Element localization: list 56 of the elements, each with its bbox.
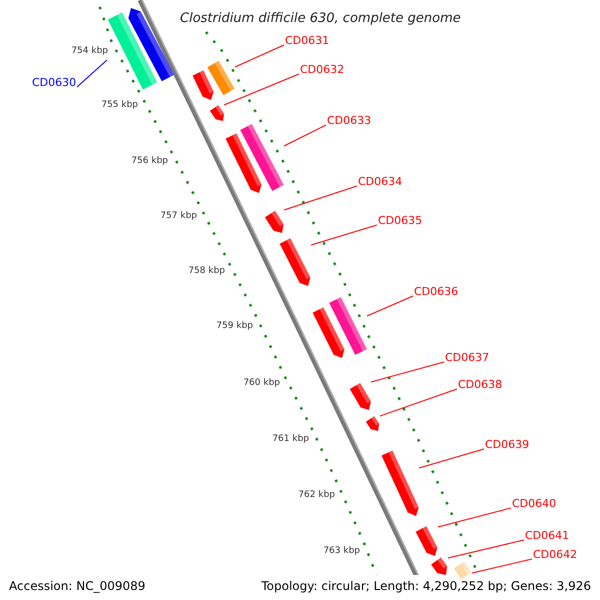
gene-block	[128, 8, 175, 82]
position-label: 755 kbp	[100, 100, 138, 111]
gene-label: CD0639	[485, 438, 530, 452]
leader-line	[380, 388, 458, 416]
gene-label: CD0635	[378, 214, 422, 228]
gene-label: CD0637	[445, 351, 490, 365]
leader-line	[370, 362, 444, 382]
gene-block	[279, 238, 311, 286]
position-label: 762 kbp	[297, 490, 335, 501]
gene-label: CD0634	[358, 175, 402, 189]
gene-label: CD0640	[512, 497, 556, 511]
position-label: 763 kbp	[322, 546, 360, 557]
leader-line	[310, 224, 378, 246]
leader-line	[472, 558, 532, 574]
leader-line	[234, 44, 284, 68]
accession-text: Accession: NC_009089	[9, 579, 146, 594]
leader-line	[448, 540, 524, 558]
gene-label: CD0633	[327, 114, 372, 128]
gene-block	[312, 307, 345, 358]
position-label: 757 kbp	[159, 211, 197, 222]
gene-label: CD0631	[285, 34, 330, 48]
gene-block	[209, 105, 224, 121]
position-label: 758 kbp	[187, 266, 225, 277]
gene-block	[453, 561, 472, 580]
leader-line	[418, 448, 484, 468]
gene-block	[207, 60, 235, 96]
position-label: 760 kbp	[242, 378, 280, 389]
gene-label: CD0638	[458, 378, 502, 392]
gene-block	[329, 297, 367, 355]
leader-line	[438, 508, 512, 528]
leader-line	[284, 186, 358, 210]
gene-label: CD0641	[525, 529, 570, 543]
gene-label: CD0630	[32, 76, 76, 90]
leader-line	[366, 296, 414, 316]
gene-block	[240, 123, 284, 192]
leader-line	[224, 74, 300, 106]
position-label: 759 kbp	[215, 321, 253, 332]
leader-line	[284, 124, 326, 146]
leader-line	[76, 60, 108, 88]
position-label: 761 kbp	[271, 434, 309, 445]
gene-block	[381, 450, 419, 516]
position-label: 756 kbp	[130, 156, 168, 167]
gene-block	[365, 416, 380, 431]
position-label: 754 kbp	[70, 46, 108, 57]
gene-label: CD0636	[414, 285, 458, 299]
gene-label: CD0642	[533, 548, 578, 562]
genome-info-text: Topology: circular; Length: 4,290,252 bp; Genes: 3,926	[261, 579, 591, 594]
gene-block	[107, 12, 158, 90]
gene-block	[225, 133, 262, 193]
gene-block	[192, 70, 214, 100]
gene-label: CD0632	[300, 63, 344, 77]
gene-block	[264, 210, 284, 233]
gene-block	[431, 557, 448, 575]
gene-block	[349, 382, 371, 410]
gene-block	[415, 526, 438, 556]
title: Clostridium difficile 630, complete genome	[180, 10, 461, 28]
